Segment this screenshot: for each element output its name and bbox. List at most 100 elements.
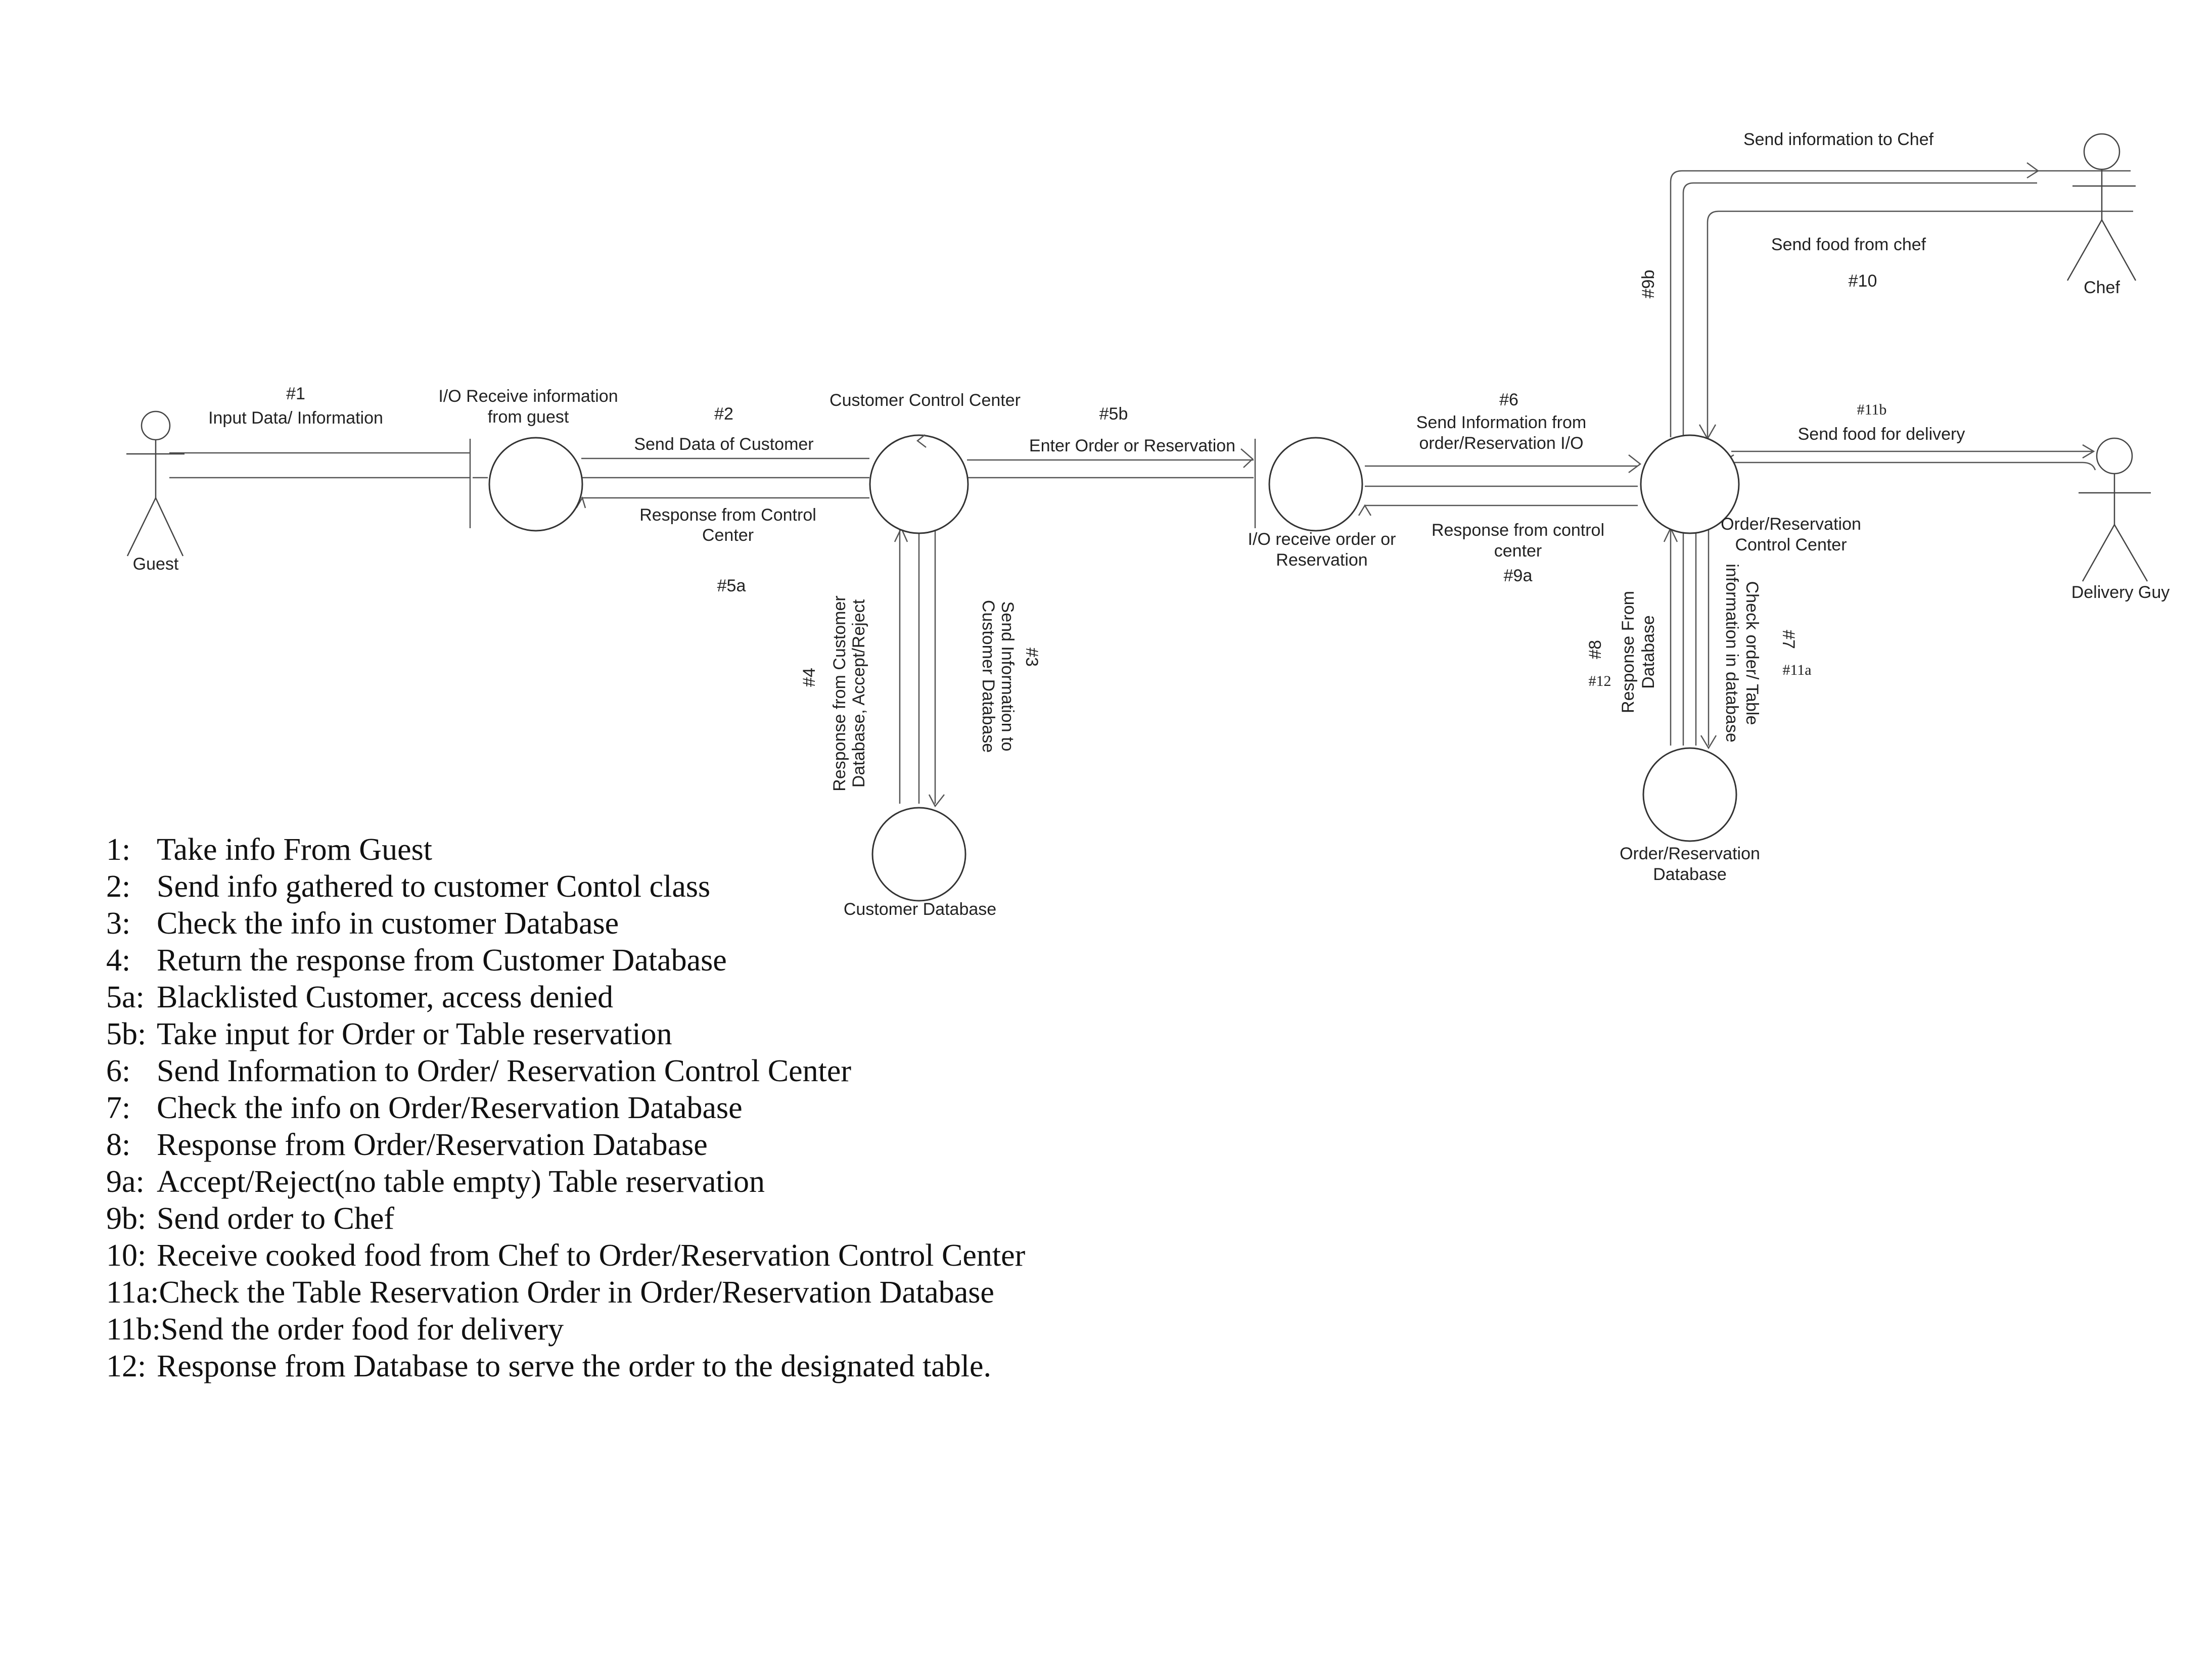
legend-item-text: Response from Order/Reservation Database — [157, 1128, 708, 1162]
delivery-leg-right — [2113, 524, 2148, 582]
flow-1-label: Input Data/ Information — [208, 408, 383, 428]
customer-control-label: Customer Control Center — [830, 391, 1021, 410]
io-order-circle — [1268, 437, 1363, 532]
flow-12-number: #12 — [1589, 673, 1611, 689]
legend-item-text: Receive cooked food from Chef to Order/R… — [157, 1238, 1026, 1273]
flow-4-label-1: Response from Customer — [830, 595, 849, 791]
flow-5a-number: #5a — [717, 576, 746, 595]
legend-item: 6: Send Information to Order/ Reservation… — [106, 1053, 1025, 1090]
legend-item-number: 5a: — [106, 980, 145, 1014]
legend-item-text: Take info From Guest — [157, 832, 432, 867]
flow-8-label-1: Response From — [1619, 591, 1638, 713]
flow-3-number: #3 — [1022, 647, 1041, 667]
chef-leg-right — [2101, 219, 2137, 281]
legend-item: 11a:Check the Table Reservation Order in… — [106, 1274, 1025, 1311]
legend-item: 9b: Send order to Chef — [106, 1200, 1025, 1237]
order-control-label-2: Control Center — [1735, 535, 1847, 554]
customer-db-circle — [871, 807, 966, 902]
legend-item-number: 9b: — [106, 1201, 147, 1236]
legend-item-number: 4: — [106, 943, 131, 978]
flow-10-label: Send food from chef — [1771, 235, 1926, 254]
flow-7-number: #7 — [1779, 630, 1798, 649]
legend-item-number: 5b: — [106, 1017, 147, 1051]
legend-item-text: Check the info in customer Database — [157, 906, 619, 941]
flow-4-label-2: Database, Accept/Reject — [849, 599, 868, 788]
legend-item-number: 12: — [106, 1349, 147, 1383]
legend-item-text: Accept/Reject(no table empty) Table rese… — [157, 1165, 765, 1199]
flow-9a-label-1: Response from control — [1432, 521, 1604, 540]
legend-item-number: 9a: — [106, 1165, 145, 1199]
legend-item-number: 1: — [106, 832, 131, 867]
io-guest-label-2: from guest — [488, 407, 569, 427]
flow-6-label-1: Send Information from — [1416, 413, 1586, 432]
order-db-label-1: Order/Reservation — [1620, 844, 1760, 863]
legend-item-text: Send the order food for delivery — [160, 1312, 564, 1347]
flow-9b-number: #9b — [1639, 270, 1658, 299]
flow-8-label-2: Database — [1639, 615, 1658, 689]
flow-9a-number: #9a — [1504, 566, 1533, 585]
legend-item: 5b:Take input for Order or Table reserva… — [106, 1016, 1025, 1053]
flow-4-number: #4 — [800, 668, 819, 687]
arrow-head — [2026, 162, 2040, 179]
legend-item-text: Send order to Chef — [157, 1201, 395, 1236]
flow-9b-line-outer — [1670, 170, 2131, 437]
order-control-label-1: Order/Reservation — [1721, 515, 1861, 534]
legend-item: 8: Response from Order/Reservation Databa… — [106, 1127, 1025, 1164]
legend-item-number: 7: — [106, 1091, 131, 1125]
legend-item-text: Blacklisted Customer, access denied — [157, 980, 614, 1014]
flow-10-number: #10 — [1849, 271, 1877, 291]
legend-item: 12: Response from Database to serve the o… — [106, 1348, 1025, 1385]
legend-item-text: Send info gathered to customer Contol cl… — [157, 869, 711, 904]
guest-actor — [126, 410, 185, 557]
chef-label: Chef — [2084, 278, 2120, 297]
order-db-label-2: Database — [1653, 865, 1727, 884]
flow-5b-label: Enter Order or Reservation — [1029, 436, 1235, 455]
guest-leg-left — [126, 497, 157, 557]
customer-control-circle — [869, 434, 969, 534]
delivery-head — [2096, 437, 2133, 475]
order-control-circle — [1640, 434, 1740, 534]
legend-item: 10: Receive cooked food from Chef to Orde… — [106, 1237, 1025, 1274]
arrow-head — [1700, 735, 1717, 750]
flow-5a-label-2: Center — [702, 526, 754, 545]
legend-item: 9a: Accept/Reject(no table empty) Table r… — [106, 1164, 1025, 1200]
guest-label: Guest — [133, 554, 179, 574]
legend-item: 5a: Blacklisted Customer, access denied — [106, 979, 1025, 1016]
delivery-label: Delivery Guy — [2071, 583, 2170, 602]
flow-7-label-1: Check order/ Table — [1742, 581, 1762, 725]
legend-item-text: Check the Table Reservation Order in Ord… — [159, 1275, 994, 1310]
legend-item-number: 8: — [106, 1128, 131, 1162]
legend-item-number: 10: — [106, 1238, 147, 1273]
flow-6-label-2: order/Reservation I/O — [1419, 434, 1583, 453]
arrow-head — [1628, 454, 1642, 474]
legend-item-text: Return the response from Customer Databa… — [157, 943, 727, 978]
legend-item-number: 3: — [106, 906, 131, 941]
connections — [169, 162, 2133, 808]
flow-3-label-1: Send Information to — [998, 601, 1017, 752]
flow-5a-label-1: Response from Control — [639, 505, 816, 525]
delivery-leg-left — [2082, 524, 2115, 582]
chef-leg-left — [2066, 219, 2103, 281]
arrow-head — [928, 794, 945, 808]
guest-head — [141, 410, 171, 441]
legend-item-number: 11b: — [106, 1312, 161, 1347]
legend-item-text: Send Information to Order/ Reservation C… — [157, 1054, 852, 1088]
flow-5b-number: #5b — [1099, 404, 1128, 424]
legend-item-text: Response from Database to serve the orde… — [157, 1349, 992, 1383]
flow-10-line — [1707, 210, 2133, 437]
legend-item: 2: Send info gathered to customer Contol … — [106, 868, 1025, 905]
legend-item-number: 6: — [106, 1054, 131, 1088]
chef-head — [2083, 133, 2121, 170]
flow-8-number: #8 — [1586, 640, 1605, 659]
io-guest-circle — [488, 437, 583, 532]
chef-send-label: Send information to Chef — [1743, 130, 1934, 149]
flow-9a-label-2: center — [1494, 541, 1542, 561]
io-guest-label-1: I/O Receive information — [438, 387, 618, 406]
flow-6-number: #6 — [1499, 390, 1518, 409]
flow-3-label-2: Customer Database — [979, 600, 998, 753]
arrow-head — [1240, 448, 1254, 468]
legend-item-text: Check the info on Order/Reservation Data… — [157, 1091, 743, 1125]
legend-item-number: 2: — [106, 869, 131, 904]
arrow-head — [2082, 444, 2095, 459]
